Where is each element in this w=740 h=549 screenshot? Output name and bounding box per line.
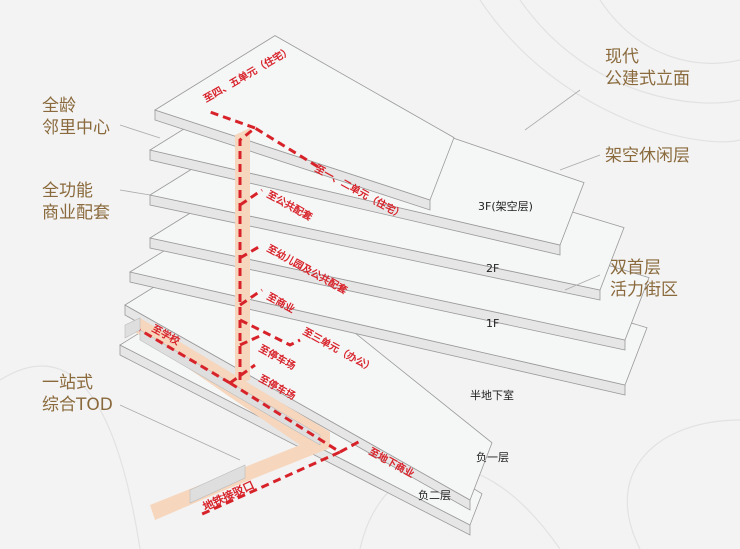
floor-slab <box>154 35 455 201</box>
leader-lines <box>119 89 601 461</box>
corridor-walls <box>124 317 321 504</box>
label-double-ground: 双首层活力街区 <box>610 258 678 300</box>
floor-2f: 2F <box>486 262 500 275</box>
floor-semi-basement: 半地下室 <box>470 389 514 402</box>
label-open-floor: 架空休闲层 <box>605 146 690 166</box>
route-paths <box>139 110 363 517</box>
label-neighborhood-center: 全龄邻里中心 <box>42 96 110 138</box>
label-tod: 一站式综合TOD <box>42 373 113 415</box>
floor-1f: 1F <box>486 317 500 330</box>
floor-3f: 3F(架空层) <box>478 200 533 213</box>
label-commercial: 全功能商业配套 <box>42 181 110 223</box>
floor-b1: 负一层 <box>476 451 509 464</box>
floor-b2: 负二层 <box>418 489 451 502</box>
label-facade: 现代公建式立面 <box>605 47 690 89</box>
